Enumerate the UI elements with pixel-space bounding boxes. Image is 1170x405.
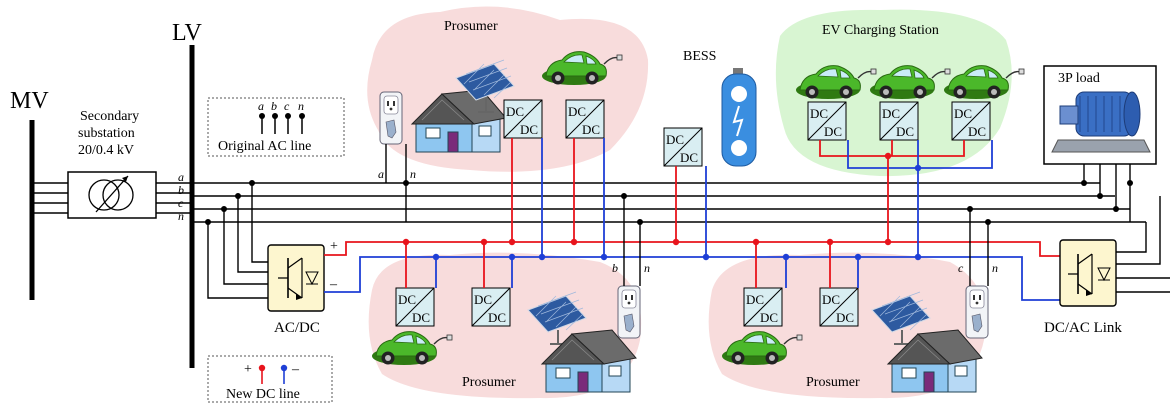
- bl-outlet-b: b: [612, 261, 618, 275]
- phase-b-label: b: [178, 183, 184, 197]
- dcdc-label: DC: [746, 292, 764, 307]
- dcdc-label: DC: [398, 292, 416, 307]
- bl-outlet-n: n: [644, 261, 650, 275]
- ac-feeder: [192, 182, 1146, 223]
- dcdc-label: DC: [896, 124, 914, 139]
- dc-positive-line: [324, 241, 1060, 257]
- prosumer-top-area: [367, 6, 649, 172]
- dcdc-label: DC: [760, 310, 778, 325]
- legend-ac-label: Original AC line: [218, 139, 311, 154]
- top-outlet-n: n: [410, 167, 416, 181]
- ev-station-label: EV Charging Station: [822, 23, 939, 38]
- acdc-label: AC/DC: [274, 320, 320, 336]
- substation-label-line3: 20/0.4 kV: [78, 143, 134, 158]
- dcdc-label: DC: [506, 104, 524, 119]
- three-phase-load: [1043, 65, 1157, 165]
- outlet-icon: [617, 285, 641, 339]
- legend-ac-b: b: [271, 99, 277, 113]
- legend-dc-plus: +: [244, 362, 252, 377]
- dcdc-label: DC: [822, 292, 840, 307]
- dc-negative-line: [324, 256, 1060, 301]
- dcdc-label: DC: [412, 310, 430, 325]
- br-outlet-n: n: [992, 261, 998, 275]
- dcdc-label: DC: [810, 106, 828, 121]
- legend-ac-c: c: [284, 99, 290, 113]
- outlet-icon: [379, 91, 403, 145]
- mv-label: MV: [10, 88, 49, 114]
- dc-minus-label: –: [329, 277, 338, 292]
- dcac-link-converter: [1059, 239, 1117, 307]
- phase-n-label: n: [178, 209, 184, 223]
- dcdc-label: DC: [666, 132, 684, 147]
- transformer: [67, 171, 157, 219]
- acdc-connections: [207, 183, 268, 299]
- acdc-converter: [267, 244, 325, 312]
- legend-ac-a: a: [258, 99, 264, 113]
- lv-label: LV: [172, 20, 202, 46]
- dcdc-label: DC: [680, 150, 698, 165]
- load-label: 3P load: [1058, 71, 1100, 86]
- dcdc-label: DC: [568, 104, 586, 119]
- dcdc-label: DC: [968, 124, 986, 139]
- dcdc-label: DC: [882, 106, 900, 121]
- dcac-link-label: DC/AC Link: [1044, 320, 1122, 336]
- br-outlet-c: c: [958, 261, 964, 275]
- legend-dc: [207, 355, 333, 403]
- substation-label-line1: Secondary: [80, 109, 139, 124]
- bess-label: BESS: [683, 49, 716, 64]
- dcdc-label: DC: [520, 122, 538, 137]
- top-outlet-a: a: [378, 167, 384, 181]
- prosumer-bl-label: Prosumer: [462, 375, 516, 390]
- dcdc-label: DC: [474, 292, 492, 307]
- legend-ac-n: n: [298, 99, 304, 113]
- dcdc-label: DC: [582, 122, 600, 137]
- phase-c-label: c: [178, 196, 184, 210]
- legend-dc-label: New DC line: [226, 387, 300, 402]
- dcdc-label: DC: [836, 310, 854, 325]
- substation-label-line2: substation: [78, 126, 135, 141]
- outlet-icon: [965, 285, 989, 339]
- prosumer-top-label: Prosumer: [444, 19, 498, 34]
- dcdc-label: DC: [954, 106, 972, 121]
- battery-icon: [721, 68, 757, 167]
- phase-a-label: a: [178, 170, 184, 184]
- legend-dc-minus: –: [291, 362, 300, 377]
- dcdc-label: DC: [488, 310, 506, 325]
- legend-ac: [207, 97, 345, 157]
- dc-plus-label: +: [330, 239, 338, 254]
- dcdc-label: DC: [824, 124, 842, 139]
- prosumer-br-label: Prosumer: [806, 375, 860, 390]
